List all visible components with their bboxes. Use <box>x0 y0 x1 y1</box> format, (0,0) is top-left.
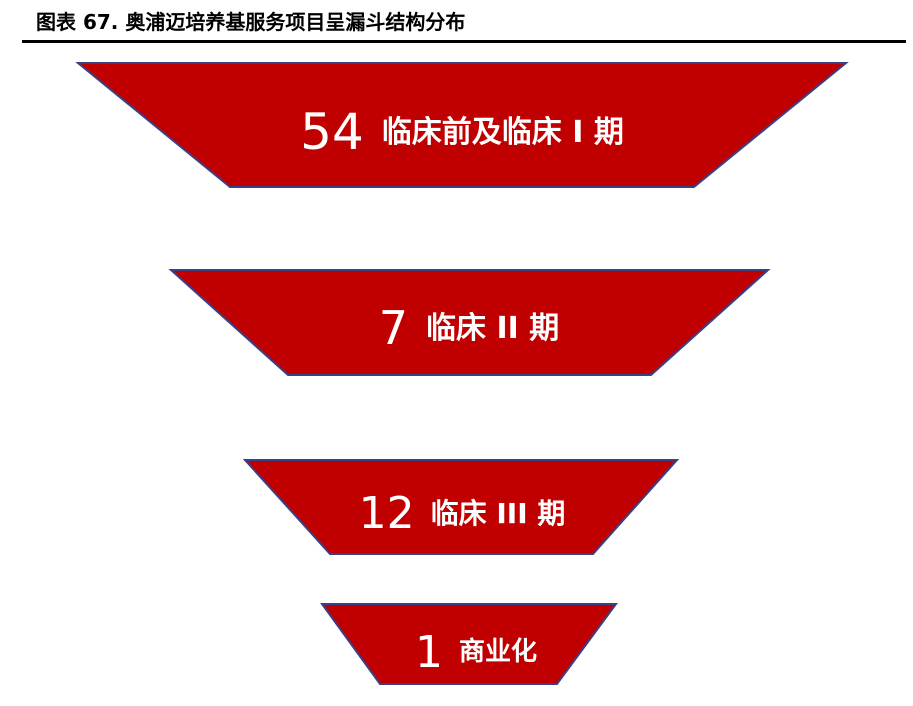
stage-label: 临床 III 期 <box>431 497 566 530</box>
funnel-stage-2: 7 临床 II 期 <box>168 269 771 376</box>
stage-value: 1 <box>415 627 443 678</box>
funnel-stage-text: 7 临床 II 期 <box>379 301 560 355</box>
funnel-stage-text: 12 临床 III 期 <box>359 488 566 539</box>
funnel-stage-text: 54 临床前及临床 I 期 <box>300 103 624 161</box>
stage-label: 临床 II 期 <box>426 311 559 346</box>
stage-value: 7 <box>379 301 408 355</box>
title-rule <box>22 40 906 43</box>
funnel-segment <box>242 459 680 555</box>
stage-label: 商业化 <box>459 636 537 667</box>
funnel-stage-3: 12 临床 III 期 <box>242 459 680 555</box>
chart-title: 图表 67. 奥浦迈培养基服务项目呈漏斗结构分布 <box>36 10 466 34</box>
funnel-stage-1: 54 临床前及临床 I 期 <box>75 62 849 188</box>
funnel-segment <box>75 62 849 188</box>
funnel-stage-text: 1 商业化 <box>415 627 537 678</box>
stage-value: 12 <box>359 488 415 539</box>
funnel-segment <box>168 269 771 376</box>
funnel-segment <box>320 603 618 685</box>
stage-value: 54 <box>300 103 364 161</box>
stage-label: 临床前及临床 I 期 <box>382 115 624 150</box>
funnel-stage-4: 1 商业化 <box>320 603 618 685</box>
